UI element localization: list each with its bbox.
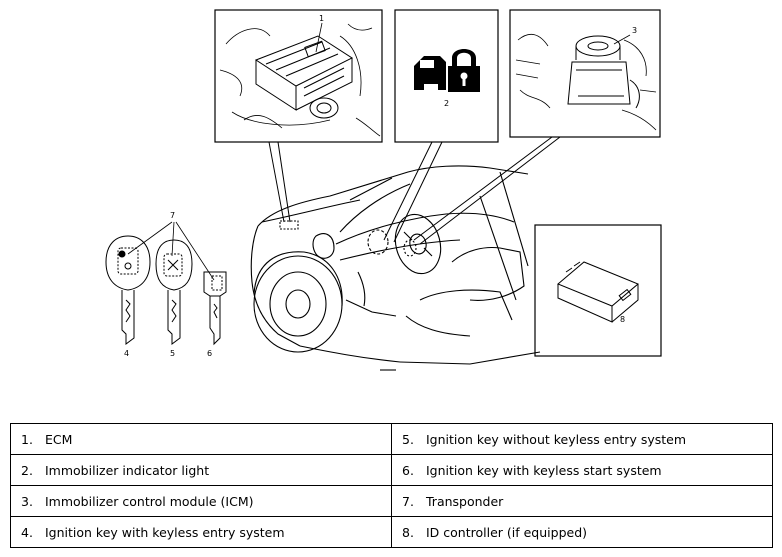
legend-row: 2.Immobilizer indicator light 6.Ignition… (10, 454, 773, 486)
indicator-inset: 2 (394, 9, 499, 143)
icm-inset: 3 (509, 9, 661, 138)
legend-item-4: 4.Ignition key with keyless entry system (10, 516, 392, 548)
key-keyless-entry: 4 (105, 235, 151, 358)
vehicle-illustration (250, 165, 541, 371)
legend-row: 4.Ignition key with keyless entry system… (10, 516, 773, 548)
icm-unit (567, 35, 640, 109)
immobilizer-component-diagram: 1 2 3 (105, 9, 662, 371)
legend-row: 3.Immobilizer control module (ICM) 7.Tra… (10, 485, 773, 517)
immobilizer-indicator-icon (414, 49, 480, 92)
callout-7: 7 (170, 211, 175, 220)
callout-6: 6 (207, 349, 212, 358)
id-controller-unit (557, 261, 639, 323)
callout-4: 4 (124, 349, 129, 358)
legend-item-8: 8.ID controller (if equipped) (391, 516, 773, 548)
key-no-keyless-entry: 5 (155, 239, 193, 358)
legend-item-6: 6.Ignition key with keyless start system (391, 454, 773, 486)
legend-item-5: 5.Ignition key without keyless entry sys… (391, 423, 773, 455)
callout-8: 8 (620, 315, 625, 324)
callout-1: 1 (319, 14, 324, 23)
id-controller-inset: 8 (534, 224, 662, 357)
legend-item-3: 3.Immobilizer control module (ICM) (10, 485, 392, 517)
key-keyless-start: 6 (203, 271, 227, 358)
callout-5: 5 (170, 349, 175, 358)
ignition-keys: 7 4 5 6 (105, 211, 227, 358)
ecm-inset: 1 (214, 9, 383, 143)
legend-item-7: 7.Transponder (391, 485, 773, 517)
callout-3: 3 (632, 26, 637, 35)
legend-table: 1.ECM 5.Ignition key without keyless ent… (10, 423, 773, 548)
legend-item-1: 1.ECM (10, 423, 392, 455)
callout-2: 2 (444, 99, 449, 108)
legend-row: 1.ECM 5.Ignition key without keyless ent… (10, 423, 773, 455)
legend-item-2: 2.Immobilizer indicator light (10, 454, 392, 486)
ecm-unit (254, 35, 354, 111)
